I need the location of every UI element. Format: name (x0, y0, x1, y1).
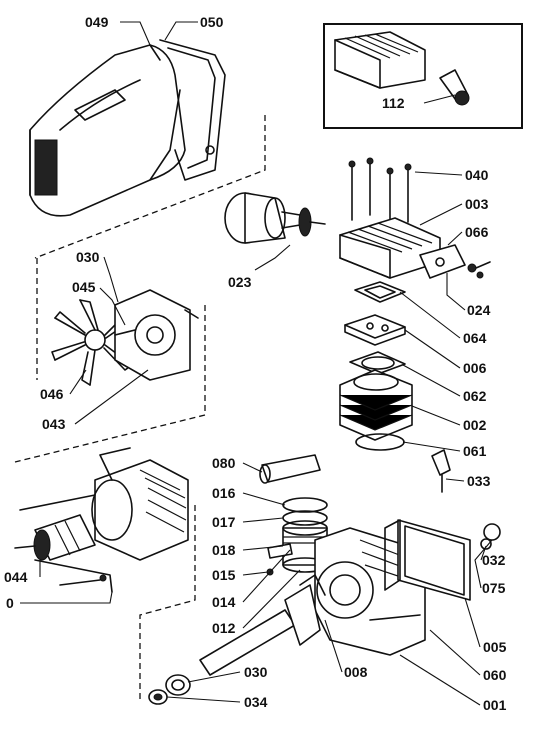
callout-008: 008 (344, 664, 368, 680)
callout-018: 018 (212, 542, 236, 558)
crankshaft-part (199, 574, 326, 676)
motor-rotor-small-part (14, 514, 96, 561)
callout-080: 080 (212, 455, 236, 471)
callout-030-bottom: 030 (244, 664, 268, 680)
cylinder-head-part (339, 217, 466, 279)
callout-040: 040 (465, 167, 489, 183)
elbow-fitting-part (431, 449, 451, 493)
drain-plug-part (480, 523, 501, 550)
callout-062: 062 (463, 388, 487, 404)
callout-023: 023 (228, 274, 252, 290)
bearing-part (165, 674, 191, 696)
inset-box (323, 23, 523, 129)
callout-016: 016 (212, 485, 236, 501)
motor-rotor-part (224, 192, 326, 244)
cylinder-gasket-part (349, 351, 406, 375)
piston-pin-part (259, 454, 321, 484)
callout-060: 060 (483, 667, 507, 683)
callout-005: 005 (483, 639, 507, 655)
callout-0: 0 (6, 595, 14, 611)
callout-017: 017 (212, 514, 236, 530)
valve-plate-part (344, 314, 406, 346)
callout-033: 033 (467, 473, 491, 489)
callout-061: 061 (463, 443, 487, 459)
callout-002: 002 (463, 417, 487, 433)
cylinder-part (339, 369, 413, 441)
callout-045: 045 (72, 279, 96, 295)
motor-stator-part (91, 447, 189, 561)
callout-043: 043 (42, 416, 66, 432)
fan-cover-part (29, 44, 186, 217)
callout-012: 012 (212, 620, 236, 636)
callout-024: 024 (467, 302, 491, 318)
side-cover-part (384, 519, 471, 601)
callout-066: 066 (465, 224, 489, 240)
seal-ring-part (148, 689, 168, 705)
callout-014: 014 (212, 594, 236, 610)
head-bolts-part (348, 157, 412, 226)
callout-044: 044 (4, 569, 28, 585)
valve-bolts-part (467, 261, 491, 279)
callout-050: 050 (200, 14, 224, 30)
callout-064: 064 (463, 330, 487, 346)
callout-015: 015 (212, 567, 236, 583)
callout-046: 046 (40, 386, 64, 402)
callout-034: 034 (244, 694, 268, 710)
callout-labels: 049 050 112 040 003 066 023 024 030 045 … (4, 14, 507, 713)
callout-001: 001 (483, 697, 507, 713)
head-gasket-part (354, 281, 406, 303)
callout-030-top: 030 (76, 249, 100, 265)
callout-032: 032 (482, 552, 506, 568)
callout-112: 112 (382, 95, 405, 111)
callout-049: 049 (85, 14, 109, 30)
motor-endshield-part (114, 289, 199, 381)
callout-003: 003 (465, 196, 489, 212)
callout-075: 075 (482, 580, 506, 596)
cover-gasket-part (159, 39, 226, 181)
leader-lines (20, 21, 493, 706)
callout-006: 006 (463, 360, 487, 376)
